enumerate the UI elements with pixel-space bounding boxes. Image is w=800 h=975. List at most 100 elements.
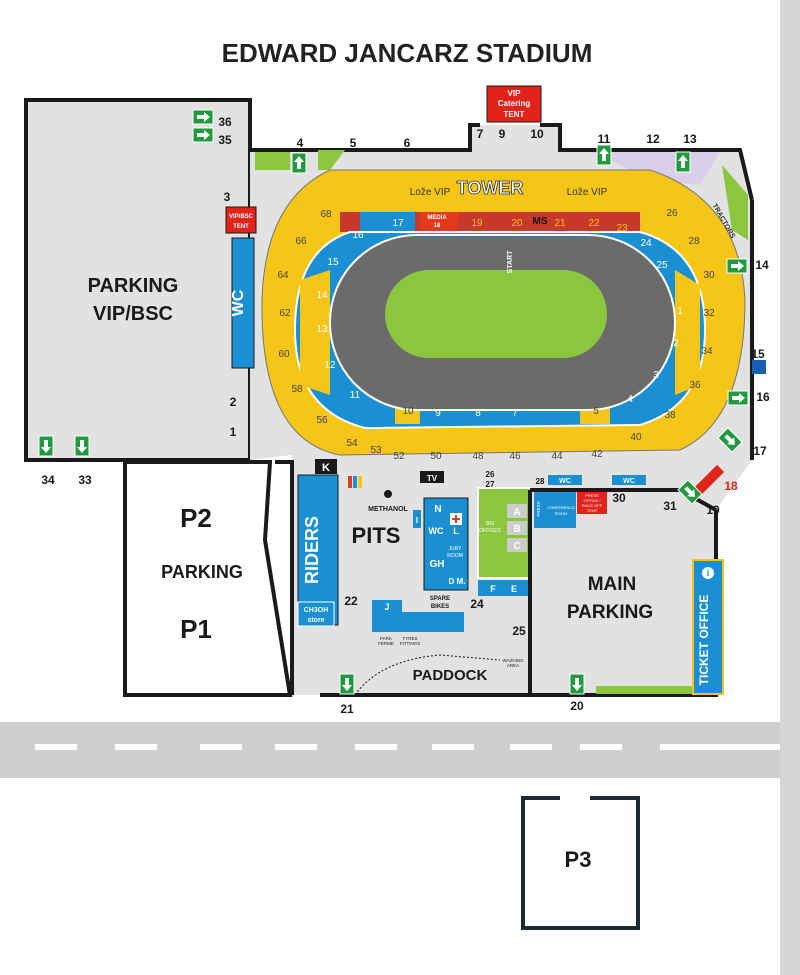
ms-label: MS — [533, 216, 548, 227]
vip-bsc-tent — [225, 206, 257, 234]
gate-arrow-icon — [677, 479, 703, 505]
bsi-offices-1: BSI — [486, 521, 494, 527]
main-parking-label-2: PARKING — [567, 602, 653, 623]
wc-block-label: WC — [230, 289, 247, 316]
f-label: F — [490, 584, 496, 594]
press-office-2: OFFICE / — [584, 498, 602, 503]
gate-label-25: 25 — [512, 624, 526, 638]
sector-53: 53 — [370, 445, 382, 456]
sector-23: 23 — [616, 223, 628, 234]
bsi-offices-2: OFFICES — [479, 528, 501, 534]
sector-30: 30 — [703, 270, 715, 281]
parking-middle-label: PARKING — [161, 562, 243, 582]
sector-14: 14 — [316, 290, 328, 301]
gate-label-9: 9 — [499, 127, 506, 141]
gate-label-11: 11 — [598, 132, 611, 146]
gate-label-17: 17 — [753, 444, 767, 458]
methanol-label: METHANOL — [368, 506, 408, 513]
gate-label-36: 36 — [218, 115, 232, 129]
sector-46: 46 — [509, 451, 521, 462]
vip-catering-line-2: Catering — [498, 99, 531, 108]
gate-label-13: 13 — [683, 132, 697, 146]
sector-42: 42 — [591, 449, 603, 460]
sector-3: 3 — [653, 370, 659, 381]
gate-label-22: 22 — [344, 594, 358, 608]
sector-7: 7 — [512, 408, 518, 419]
parking-p3-area — [521, 796, 640, 930]
conference-room-1: CONFERENCE — [547, 505, 575, 510]
p2-label: P2 — [180, 503, 212, 533]
sector-11: 11 — [350, 390, 361, 401]
press-office-1: PRESS — [585, 493, 599, 498]
press-office-4: TENT — [587, 508, 598, 513]
booth-a: A — [513, 507, 520, 518]
sector-38: 38 — [664, 410, 676, 421]
gate-arrow-icon — [675, 151, 691, 173]
sector-24: 24 — [640, 238, 652, 249]
gate-label-21: 21 — [340, 702, 354, 716]
parking-p1-p2-area — [123, 460, 293, 697]
spare-bikes-2: BIKES — [431, 604, 449, 610]
sector-34: 34 — [701, 346, 713, 357]
k-label: K — [322, 462, 330, 474]
accessible-icon — [752, 360, 766, 374]
i-label: I — [416, 516, 418, 525]
loze-vip-right: Lože VIP — [567, 187, 608, 198]
j-label: J — [384, 602, 389, 612]
ticket-office — [692, 559, 724, 695]
sector-62: 62 — [279, 308, 291, 319]
gate-label-2: 2 — [230, 395, 237, 409]
sector-68: 68 — [320, 209, 332, 220]
gate-label-16: 16 — [756, 390, 770, 404]
tv-label: TV — [427, 474, 438, 483]
press-office-3: RACE OFF — [582, 503, 603, 508]
sector-13: 13 — [316, 324, 328, 335]
e-label: E — [511, 584, 517, 594]
gate-label-34: 34 — [41, 473, 55, 487]
press-room-label: PRESS — [536, 501, 541, 516]
p3-label: P3 — [565, 847, 592, 872]
sector-56: 56 — [316, 415, 328, 426]
gate-arrow-icon — [192, 109, 214, 125]
park-ferme-2: FERME — [378, 641, 394, 646]
washing-area-1: WASHING — [502, 658, 524, 663]
sector-60: 60 — [278, 349, 290, 360]
gate-arrow-icon — [74, 435, 90, 457]
gate-label-4: 4 — [297, 136, 304, 150]
gate-label-14: 14 — [755, 258, 769, 272]
sector-40: 40 — [630, 432, 642, 443]
paddock-label: PADDOCK — [413, 667, 488, 684]
fe-block — [478, 580, 530, 596]
sector-20: 20 — [511, 218, 523, 229]
side-strip — [780, 0, 800, 975]
sector-17: 17 — [392, 218, 404, 229]
riders-block — [297, 474, 339, 626]
gate-arrow-icon — [596, 144, 612, 166]
conference-room-2: ROOM — [555, 511, 567, 516]
wc-small-2: WC — [623, 478, 635, 485]
gate-label-6: 6 — [404, 136, 411, 150]
ch3oh-line-2: store — [307, 617, 324, 624]
sector-54: 54 — [346, 438, 358, 449]
sector-48: 48 — [472, 451, 484, 462]
gate-label-12: 12 — [646, 132, 660, 146]
sector-10: 10 — [402, 406, 414, 417]
sector-52: 52 — [393, 451, 405, 462]
park-ferme-1: PARK — [380, 636, 392, 641]
wc-block — [231, 237, 255, 369]
washing-area-2: AREA — [507, 663, 519, 668]
gate-label-24: 24 — [470, 597, 484, 611]
n-label: N — [434, 504, 441, 515]
vip-catering-line-1: VIP — [508, 89, 522, 98]
vip-bsc-line-1: VIP/BSC — [229, 214, 254, 220]
gate-arrow-icon — [38, 435, 54, 457]
sector-28: 28 — [688, 236, 700, 247]
sector-8: 8 — [475, 408, 481, 419]
sector-22: 22 — [588, 218, 600, 229]
jury-room-2: ROOM — [447, 553, 463, 559]
gate-label-10: 10 — [530, 127, 544, 141]
parking-vip-label-2: VIP/BSC — [93, 303, 173, 325]
riders-label: RIDERS — [302, 516, 322, 584]
